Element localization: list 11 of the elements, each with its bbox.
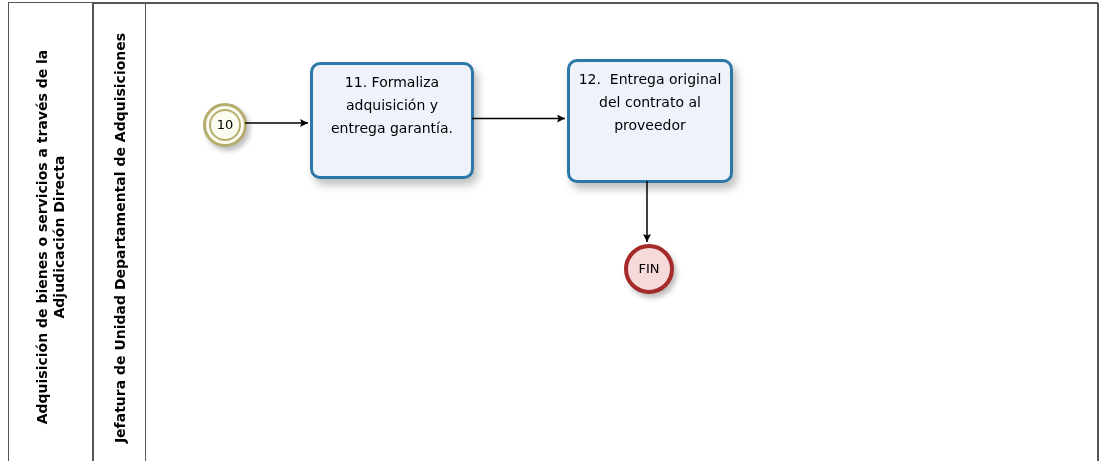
arrow <box>471 114 566 123</box>
task-box <box>310 62 474 179</box>
task-label: 12. Entrega original del contrato al proveedor <box>578 70 722 135</box>
lane-title: Jefatura de Unidad Departamental de Adquisiciones <box>111 32 128 444</box>
event-label: 10 <box>216 116 234 135</box>
arrow <box>643 180 651 243</box>
task-label: 11. Formaliza adquisición y entrega garantía. <box>329 73 454 138</box>
task-box <box>567 59 733 183</box>
arrow <box>244 119 309 127</box>
event-label: FIN <box>638 260 660 279</box>
lane-title: Adquisición de bienes o servicios a través de la Adjudicación Directa <box>33 48 68 427</box>
